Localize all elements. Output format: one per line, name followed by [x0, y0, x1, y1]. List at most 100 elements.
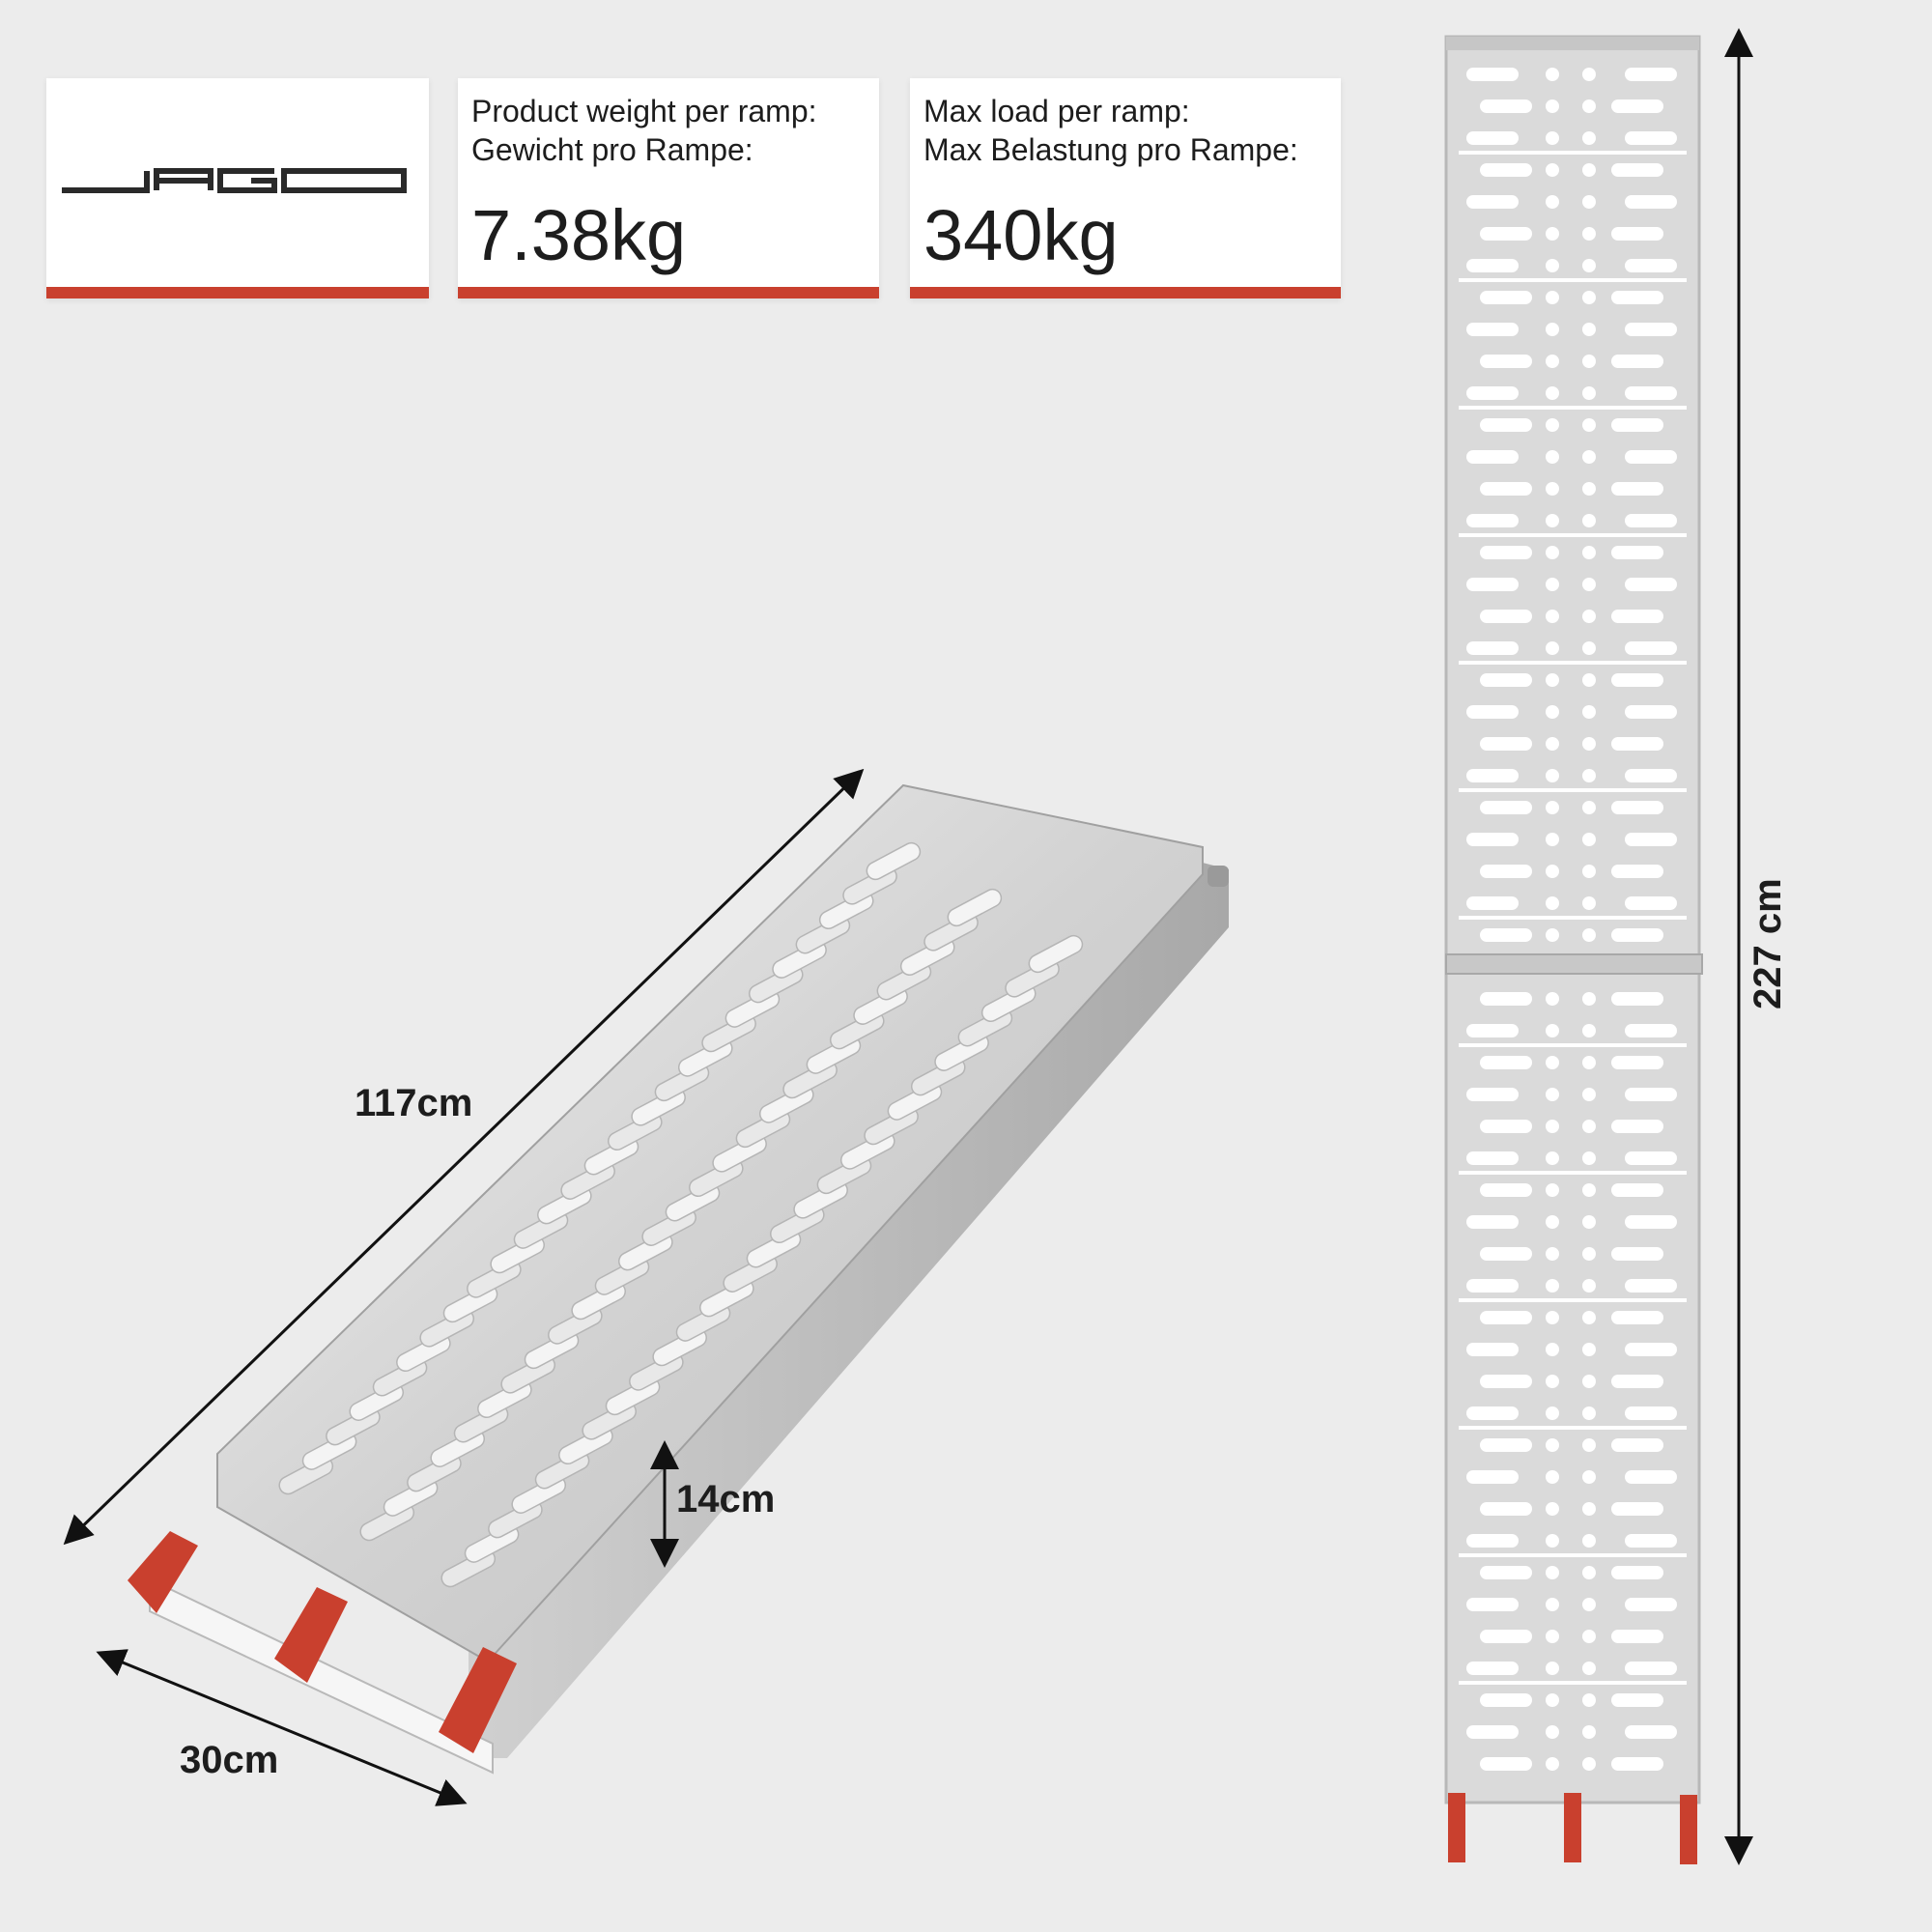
- ramp-slot: [1546, 1311, 1559, 1324]
- ramp-slot: [1546, 68, 1559, 81]
- ramp-slot: [1582, 1406, 1596, 1420]
- ramp-slot: [1582, 99, 1596, 113]
- ramp-slot: [1546, 705, 1559, 719]
- ramp-slot: [1546, 1502, 1559, 1516]
- ramp-slot: [1546, 323, 1559, 336]
- width-label: 30cm: [180, 1739, 279, 1781]
- ramp-slot: [1582, 227, 1596, 241]
- ramp-slot: [1582, 1534, 1596, 1548]
- ramp-slot: [1625, 323, 1677, 336]
- ramp-slot: [1546, 259, 1559, 272]
- ramp-slot: [1546, 1693, 1559, 1707]
- ramp-slot: [1466, 68, 1519, 81]
- ramp-slot: [1582, 1757, 1596, 1771]
- ramp-slot: [1611, 1056, 1663, 1069]
- ramp-slot: [1582, 578, 1596, 591]
- ramp-slot: [1582, 1693, 1596, 1707]
- ramp-slot: [1582, 291, 1596, 304]
- ramp-slot: [1466, 386, 1519, 400]
- ramp-slot: [1480, 1757, 1532, 1771]
- brand-card: [46, 78, 429, 298]
- ramp-slot: [1480, 1056, 1532, 1069]
- ramp-slot: [1466, 1470, 1519, 1484]
- ramp-slot: [1546, 1375, 1559, 1388]
- ramp-slot: [1611, 1693, 1663, 1707]
- ramp-slot: [1480, 992, 1532, 1006]
- ramp-slot: [1625, 68, 1677, 81]
- ramp-slot: [1546, 1024, 1559, 1037]
- ramp-slot: [1546, 1598, 1559, 1611]
- ramp-slot: [1466, 259, 1519, 272]
- ramp-slot: [1611, 1502, 1663, 1516]
- ramp-slot: [1625, 1662, 1677, 1675]
- ramp-top-end-rail: [1446, 37, 1699, 50]
- ramp-slot: [1611, 355, 1663, 368]
- ramp-slot: [1582, 546, 1596, 559]
- ramp-crossbar: [1459, 916, 1687, 920]
- ramp-slot: [1625, 1406, 1677, 1420]
- ramp-crossbar: [1459, 1553, 1687, 1557]
- ramp-crossbar: [1459, 151, 1687, 155]
- ramp-slot: [1480, 227, 1532, 241]
- ramp-crossbar: [1459, 1171, 1687, 1175]
- ramp-slot: [1546, 1120, 1559, 1133]
- weight-label-de: Gewicht pro Rampe:: [471, 132, 753, 167]
- ramp-slot: [1582, 1343, 1596, 1356]
- ramp-slot: [1546, 833, 1559, 846]
- weight-label-en: Product weight per ramp:: [471, 94, 817, 128]
- folded-ramp: [128, 783, 1229, 1775]
- ramp-slot: [1582, 1375, 1596, 1388]
- ramp-slot: [1480, 1311, 1532, 1324]
- ramp-slot: [1625, 1279, 1677, 1293]
- ramp-slot: [1625, 131, 1677, 145]
- ramp-slot: [1582, 705, 1596, 719]
- ramp-slot: [1546, 673, 1559, 687]
- ramp-slot: [1480, 1183, 1532, 1197]
- ramp-slot: [1582, 1311, 1596, 1324]
- ramp-slot: [1546, 355, 1559, 368]
- ramp-slot: [1466, 1598, 1519, 1611]
- ramp-slot: [1480, 355, 1532, 368]
- ramp-crossbar: [1459, 1298, 1687, 1302]
- ramp-slot: [1546, 737, 1559, 751]
- ramp-slot: [1582, 1247, 1596, 1261]
- ramp-slot: [1546, 578, 1559, 591]
- ramp-slot: [1582, 641, 1596, 655]
- ramp-slot: [1546, 865, 1559, 878]
- ramp-slot: [1582, 1151, 1596, 1165]
- weight-value: 7.38kg: [471, 195, 687, 275]
- ramp-slot: [1480, 482, 1532, 496]
- ramp-slot: [1546, 291, 1559, 304]
- ramp-slot: [1546, 99, 1559, 113]
- ramp-slot: [1582, 514, 1596, 527]
- ramp-slot: [1546, 418, 1559, 432]
- ramp-slot: [1480, 1375, 1532, 1388]
- load-value: 340kg: [923, 195, 1119, 275]
- jago-logo: [62, 168, 407, 193]
- ramp-slot: [1480, 1630, 1532, 1643]
- ramp-slot: [1582, 1438, 1596, 1452]
- ramp-slot: [1480, 673, 1532, 687]
- ramp-slot: [1625, 1470, 1677, 1484]
- ramp-slot: [1546, 992, 1559, 1006]
- ramp-slot: [1546, 1215, 1559, 1229]
- ramp-slot: [1582, 323, 1596, 336]
- ramp-slot: [1625, 578, 1677, 591]
- ramp-slot: [1582, 992, 1596, 1006]
- ramp-slot: [1611, 673, 1663, 687]
- ramp-slot: [1611, 1438, 1663, 1452]
- ramp-slot: [1546, 801, 1559, 814]
- length-unfolded-label: 227 cm: [1747, 878, 1789, 1009]
- ramp-slot: [1480, 865, 1532, 878]
- ramp-slot: [1546, 163, 1559, 177]
- ramp-slot: [1611, 1757, 1663, 1771]
- ramp-slot: [1480, 1502, 1532, 1516]
- ramp-slot: [1625, 259, 1677, 272]
- ramp-slot: [1625, 1725, 1677, 1739]
- ramp-slot: [1582, 355, 1596, 368]
- ramp-slot: [1582, 1725, 1596, 1739]
- ramp-slot: [1582, 386, 1596, 400]
- ramp-slot: [1546, 641, 1559, 655]
- ramp-slot: [1582, 259, 1596, 272]
- ramp-crossbar: [1459, 788, 1687, 792]
